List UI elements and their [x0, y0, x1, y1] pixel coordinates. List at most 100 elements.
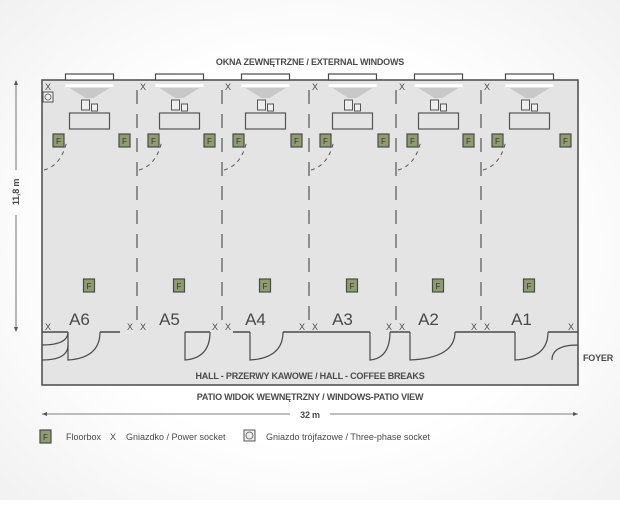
power-socket-icon: X [484, 322, 490, 332]
plan-outline [41, 79, 579, 386]
door [67, 331, 101, 361]
power-socket-icon: X [312, 322, 318, 332]
projection-screen [155, 84, 204, 87]
room-label: A1 [511, 310, 532, 329]
table [158, 112, 201, 130]
projector-icon [81, 99, 90, 111]
door-swing [223, 139, 248, 171]
svg-text:F: F [495, 137, 500, 146]
power-socket-icon: X [312, 82, 318, 92]
power-socket-icon: X [127, 322, 133, 332]
table [508, 112, 551, 130]
floorbox-icon: F [345, 278, 359, 293]
projector-beam [69, 88, 110, 98]
three-phase-socket-icon [42, 91, 54, 103]
power-socket-icon: X [299, 322, 305, 332]
door [184, 331, 211, 361]
room-a6: A6 [43, 73, 138, 330]
door-swing [397, 139, 422, 171]
floorbox-icon: F [559, 133, 572, 148]
room-a1: A1 [482, 73, 555, 329]
door-swing [482, 139, 507, 171]
floorbox-icon: F [147, 133, 160, 148]
floorbox-icon: F [406, 133, 419, 148]
floorbox-icon: F [82, 278, 96, 293]
table [331, 112, 374, 130]
svg-text:F: F [207, 137, 212, 146]
power-socket-icon: X [45, 322, 51, 332]
foyer-door [551, 344, 579, 361]
door [409, 331, 456, 361]
floorbox-icon: F [118, 133, 131, 148]
room-a2: A2 [397, 73, 482, 330]
room-a3: A3 [310, 73, 397, 330]
room-label: A3 [332, 310, 353, 329]
power-socket-icon: X [140, 322, 146, 332]
power-socket-icon: X [568, 322, 574, 332]
patio-label: PATIO WIDOK WEWNĘTRZNY / WINDOWS-PATIO V… [197, 392, 424, 402]
projector-beam [332, 88, 373, 98]
room-a5: A5 [138, 73, 223, 330]
floorbox-icon: F [52, 133, 65, 148]
svg-text:F: F [236, 137, 241, 146]
power-socket-icon: X [212, 322, 218, 332]
svg-text:F: F [410, 137, 415, 146]
projector-beam [245, 88, 286, 98]
projector-beam [418, 88, 459, 98]
floorbox-icon: F [172, 278, 186, 293]
door [41, 331, 69, 361]
projection-screen [505, 84, 554, 87]
device-icon [440, 103, 447, 112]
svg-text:F: F [294, 137, 299, 146]
svg-text:F: F [466, 137, 471, 146]
svg-text:F: F [323, 137, 328, 146]
svg-text:F: F [151, 137, 156, 146]
svg-text:F: F [436, 282, 441, 291]
device-icon [267, 103, 274, 112]
window [504, 73, 555, 81]
legend-floorbox-icon: F [39, 429, 52, 444]
svg-text:F: F [527, 282, 532, 291]
svg-text:F: F [43, 433, 48, 442]
svg-text:F: F [350, 282, 355, 291]
window [240, 73, 291, 81]
projector-beam [509, 88, 550, 98]
door-swing [138, 139, 163, 171]
legend-three-phase-icon [243, 429, 256, 442]
svg-text:F: F [563, 137, 568, 146]
table [244, 112, 287, 130]
device-icon [531, 103, 538, 112]
power-socket-icon: X [484, 82, 490, 92]
svg-text:F: F [56, 137, 61, 146]
power-socket-icon: X [225, 82, 231, 92]
room-a4: A4 [223, 73, 310, 330]
height-label: 11,8 m [11, 179, 21, 206]
window [413, 73, 464, 81]
floorbox-icon: F [232, 133, 245, 148]
floorbox-icon: F [203, 133, 216, 148]
power-socket-icon: X [386, 322, 392, 332]
power-socket-icon: X [399, 322, 405, 332]
projector-icon [171, 99, 180, 111]
hall-label: HALL - PRZERWY KAWOWE / HALL - COFFEE BR… [195, 371, 424, 381]
legend-floorbox: Floorbox [66, 432, 102, 442]
floorbox-icon: F [491, 133, 504, 148]
projection-screen [65, 84, 114, 87]
floorbox-icon: F [290, 133, 303, 148]
power-socket-icon: X [45, 82, 51, 92]
svg-text:F: F [87, 282, 92, 291]
window [154, 73, 205, 81]
projector-icon [521, 99, 530, 111]
room-label: A6 [69, 310, 90, 329]
svg-text:F: F [381, 137, 386, 146]
door-swing [310, 139, 335, 171]
window [327, 73, 378, 81]
door [369, 331, 391, 361]
legend-socket-icon: X [110, 432, 116, 442]
table [68, 112, 111, 130]
projection-screen [328, 84, 377, 87]
floorbox-icon: F [462, 133, 475, 148]
floorbox-icon: F [431, 278, 445, 293]
power-socket-icon: X [399, 82, 405, 92]
